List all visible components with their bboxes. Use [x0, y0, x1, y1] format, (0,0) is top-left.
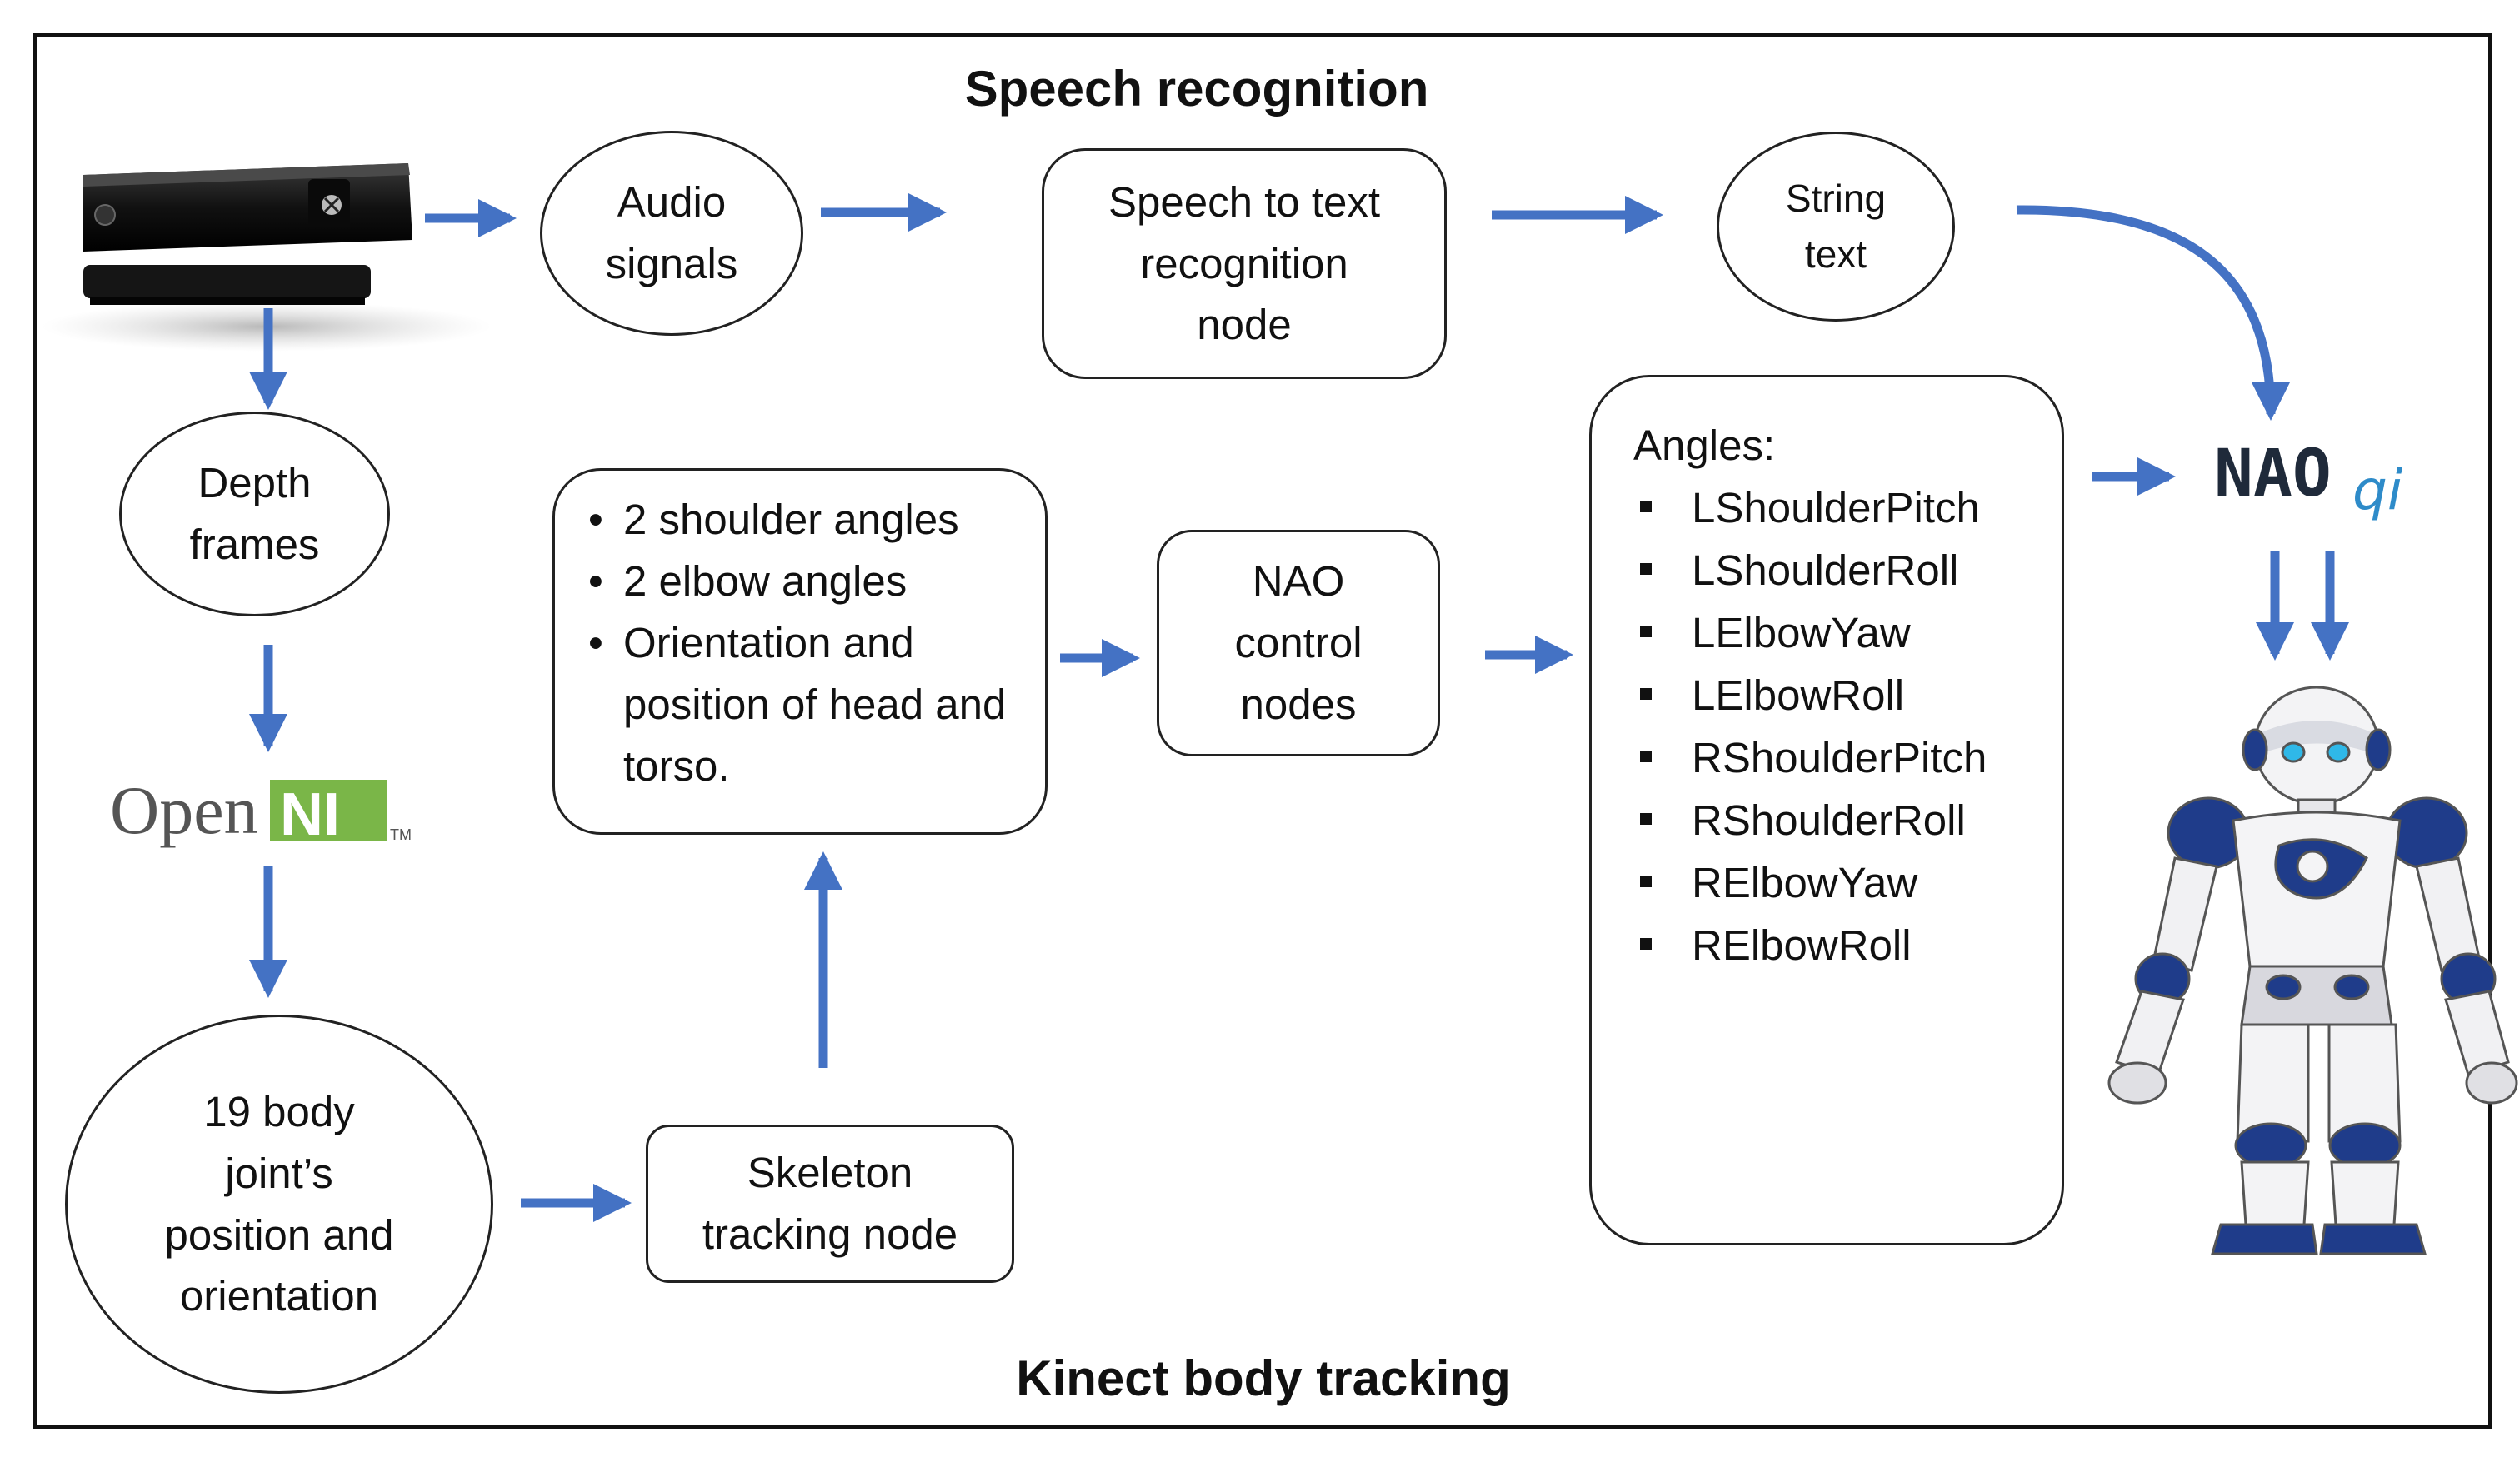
list-item: LShoulderPitch [1633, 477, 1987, 540]
angles-list-items: LShoulderPitch LShoulderRoll LElbowYaw L… [1633, 477, 1987, 977]
list-item: Orientation and position of head and tor… [588, 612, 1022, 797]
naoqi-logo: NAO qi [2212, 429, 2429, 522]
angles-summary-list: 2 shoulder angles 2 elbow angles Orienta… [588, 489, 1022, 797]
list-item: LShoulderRoll [1633, 540, 1987, 602]
node-audio-signals: Audio signals [540, 131, 803, 336]
list-item: LElbowRoll [1633, 665, 1987, 727]
arrow-string-to-naoqi [2016, 205, 2290, 421]
title-kinect-body-tracking: Kinect body tracking [1016, 1350, 1511, 1406]
list-item: LElbowYaw [1633, 602, 1987, 665]
nao-robot-icon [2108, 686, 2518, 1255]
list-item: 2 elbow angles [588, 551, 1022, 612]
node-skeleton-tracking: Skeleton tracking node [646, 1125, 1014, 1283]
list-item: RShoulderRoll [1633, 790, 1987, 852]
list-item: 2 shoulder angles [588, 489, 1022, 551]
openni-logo-text: Open [110, 772, 258, 848]
node-depth-frames: Depth frames [119, 412, 390, 616]
title-speech-recognition: Speech recognition [964, 61, 1429, 117]
node-string-text: String text [1717, 132, 1955, 322]
flow-arrows [249, 193, 2349, 1222]
openni-logo: Open NI TM [110, 766, 427, 858]
kinect-sensor-icon [42, 163, 492, 352]
node-angles-summary: 2 shoulder angles 2 elbow angles Orienta… [552, 468, 1048, 835]
list-item: RElbowRoll [1633, 915, 1987, 977]
node-nao-control: NAO control nodes [1157, 530, 1440, 756]
node-angles-list: Angles: LShoulderPitch LShoulderRoll LEl… [1589, 375, 2064, 1245]
list-item: RShoulderPitch [1633, 727, 1987, 790]
openni-logo-ni: NI [280, 781, 340, 848]
list-item: RElbowYaw [1633, 852, 1987, 915]
node-body-joints: 19 body joint’s position and orientation [65, 1015, 493, 1394]
naoqi-logo-nao: NAO [2214, 437, 2332, 511]
openni-logo-tm: TM [390, 826, 412, 843]
node-speech-to-text: Speech to text recognition node [1042, 148, 1447, 379]
outer-frame [33, 33, 2492, 1429]
naoqi-logo-qi: qi [2352, 458, 2403, 521]
angles-list-header: Angles: [1633, 422, 1776, 469]
